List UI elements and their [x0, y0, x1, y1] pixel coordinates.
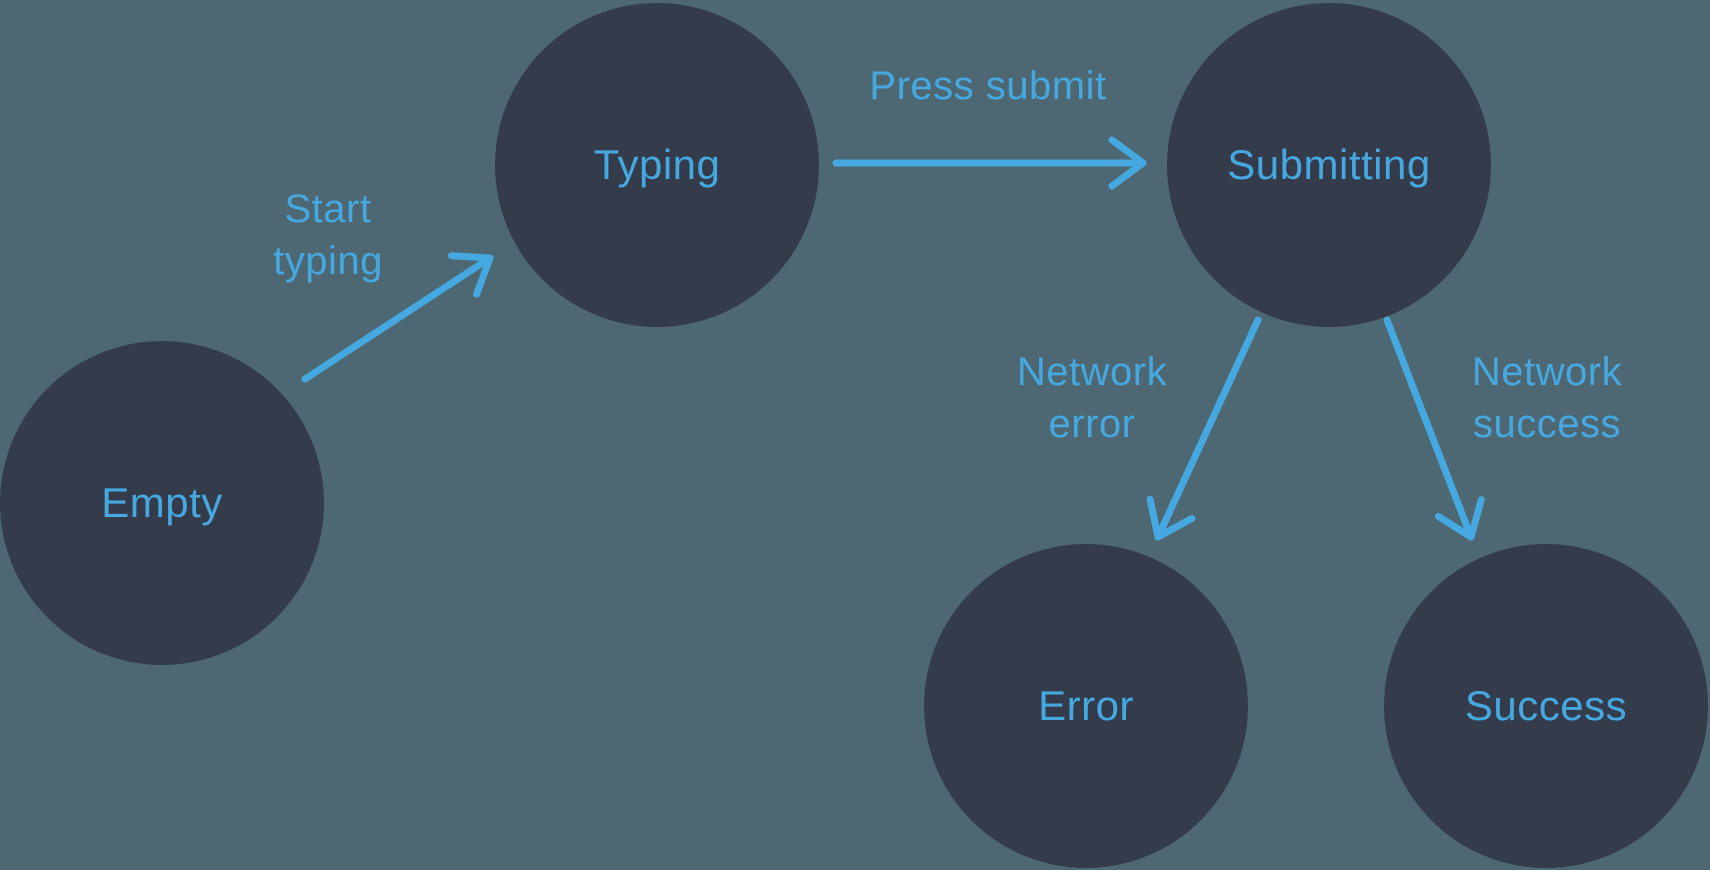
arrow-network-success	[1383, 316, 1485, 541]
state-node-label: Typing	[593, 141, 721, 188]
edge-label-network-error: Network error	[1016, 350, 1168, 446]
edge-label-start-typing: Start typing	[273, 187, 383, 283]
state-node-label: Empty	[101, 479, 223, 526]
state-node-submitting: Submitting	[1167, 3, 1491, 327]
state-node-label: Success	[1464, 682, 1628, 729]
state-node-success: Success	[1384, 544, 1708, 868]
edge-label-press-submit: Press submit	[869, 64, 1107, 108]
state-node-label: Submitting	[1227, 141, 1431, 188]
arrow-start-typing	[301, 252, 494, 383]
state-node-label: Error	[1038, 682, 1134, 729]
state-node-empty: Empty	[0, 341, 324, 665]
state-node-typing: Typing	[495, 3, 819, 327]
edge-label-network-success: Network success	[1471, 350, 1623, 446]
state-node-error: Error	[924, 544, 1248, 868]
arrow-network-error	[1146, 316, 1262, 541]
